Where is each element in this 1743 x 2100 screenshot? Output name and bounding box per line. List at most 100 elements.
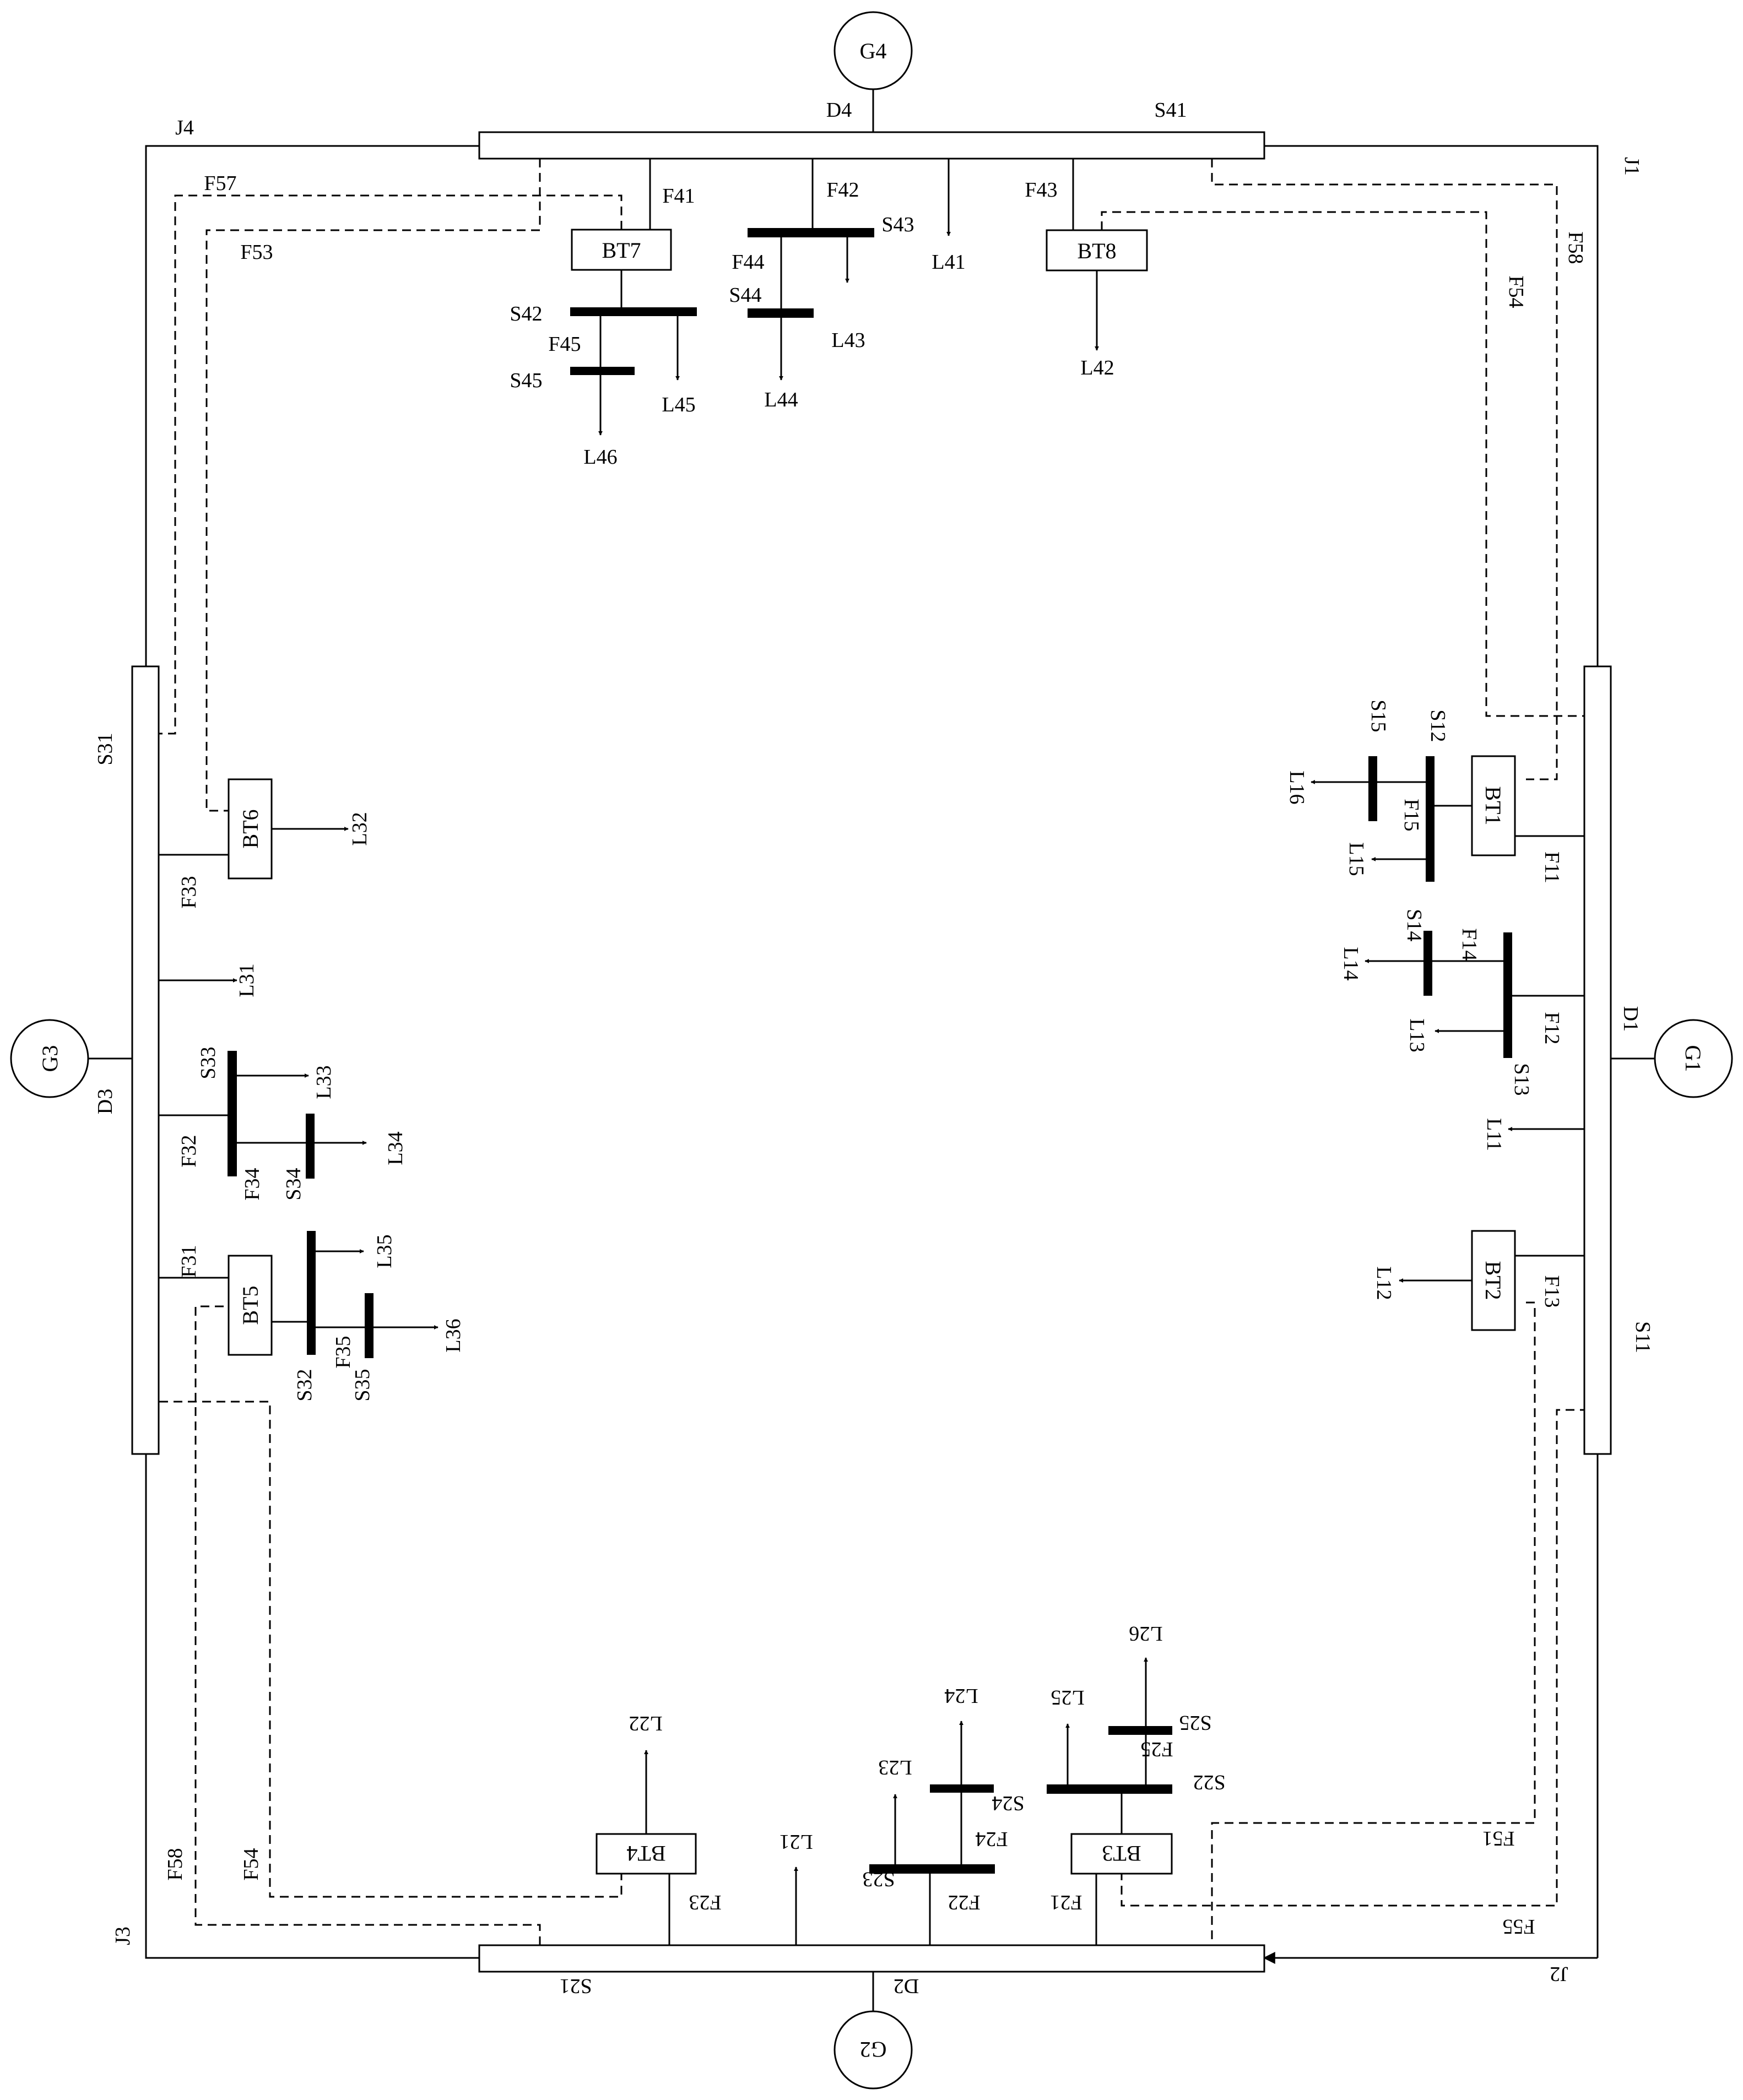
bus-s14-label: S14 xyxy=(1403,909,1426,941)
bus-d2-label: D2 xyxy=(894,1974,919,1998)
load-l16-label: L16 xyxy=(1285,770,1308,804)
bus-s35-label: S35 xyxy=(351,1369,374,1401)
load-l23-label: L23 xyxy=(878,1756,912,1779)
bus-s43-label: S43 xyxy=(881,213,914,236)
section-d4: BT7 BT8 D4 S41 J4 F57 F53 F41 F42 S43 L4… xyxy=(175,99,1643,469)
bus-s23-label: S23 xyxy=(862,1868,895,1891)
generator-g1-label: G1 xyxy=(1681,1045,1706,1072)
feeder-f21-label: F21 xyxy=(1049,1891,1082,1914)
load-l45-label: L45 xyxy=(662,393,695,416)
transformer-bt7-label: BT7 xyxy=(602,238,641,263)
bus-s23 xyxy=(869,1864,995,1874)
bus-s15 xyxy=(1368,756,1377,821)
bus-s42-label: S42 xyxy=(510,302,542,325)
feeder-f33-label: F33 xyxy=(177,876,201,908)
bus-s44-label: S44 xyxy=(729,284,761,307)
bus-s24 xyxy=(930,1784,994,1793)
generator-g1 xyxy=(1654,1019,1733,1098)
bus-s33 xyxy=(228,1051,237,1176)
transformer-bt8 xyxy=(1046,229,1148,272)
bus-s21-label: S21 xyxy=(559,1974,592,1998)
feeder-f23-label: F23 xyxy=(689,1891,721,1914)
feeder-f32-label: F32 xyxy=(177,1135,201,1167)
bus-s31-label: S31 xyxy=(94,732,117,765)
feeder-f44-label: F44 xyxy=(732,251,764,274)
generator-g3-label: G3 xyxy=(37,1045,62,1072)
load-l25-label: L25 xyxy=(1051,1686,1084,1709)
feeder-f55-label: F55 xyxy=(1502,1915,1535,1938)
feeder-f58-top-label: F58 xyxy=(1564,231,1587,264)
feeder-f11-label: F11 xyxy=(1540,851,1563,883)
feeder-f25-label: F25 xyxy=(1140,1738,1173,1761)
bus-s32 xyxy=(307,1231,316,1355)
transformer-bt2 xyxy=(1471,1230,1516,1331)
generator-g4 xyxy=(833,11,913,90)
bus-d3-label: D3 xyxy=(94,1089,117,1114)
load-l12-label: L12 xyxy=(1372,1266,1395,1300)
bus-s35 xyxy=(365,1293,374,1358)
feeder-f43-label: F43 xyxy=(1025,178,1057,202)
generator-g3 xyxy=(10,1019,89,1098)
load-l15-label: L15 xyxy=(1345,842,1368,876)
transformer-bt5 xyxy=(228,1255,273,1356)
bus-s42 xyxy=(570,307,697,316)
load-l34-label: L34 xyxy=(384,1131,407,1165)
load-l22-label: L22 xyxy=(629,1712,662,1735)
load-l26-label: L26 xyxy=(1129,1622,1162,1645)
feeder-f58-bottom-label: F58 xyxy=(164,1848,187,1880)
section-d2: BT4 BT3 S21 D2 J2 F55 F51 F23 L22 L21 F2… xyxy=(559,1622,1568,1998)
feeder-f22-label: F22 xyxy=(948,1891,980,1914)
transformer-bt6-label: BT6 xyxy=(238,809,263,848)
load-l33-label: L33 xyxy=(312,1065,335,1099)
bus-d1-label: D1 xyxy=(1619,1006,1642,1032)
transformer-bt4 xyxy=(596,1833,697,1875)
feeder-f54-bottom-label: F54 xyxy=(240,1848,263,1880)
junction-j3-label: J3 xyxy=(111,1927,134,1945)
transformer-bt5-label: BT5 xyxy=(238,1285,263,1325)
bus-s12-label: S12 xyxy=(1426,709,1449,742)
bus-d2 xyxy=(478,1944,1265,1973)
bus-s34 xyxy=(306,1114,315,1179)
bus-s13 xyxy=(1503,932,1512,1058)
bus-s15-label: S15 xyxy=(1367,699,1390,732)
transformer-bt1-label: BT1 xyxy=(1481,786,1506,825)
transformer-bt3-label: BT3 xyxy=(1102,1841,1141,1866)
bus-s12 xyxy=(1426,756,1435,882)
feeder-f31-label: F31 xyxy=(177,1245,201,1277)
section-d1: BT1 BT2 S15 S12 L16 F15 L15 F11 S14 F14 … xyxy=(1285,699,1654,1353)
junction-j1-label: J1 xyxy=(1620,157,1643,176)
bus-s22-label: S22 xyxy=(1193,1771,1225,1794)
bus-s22 xyxy=(1047,1784,1172,1794)
feeder-f53-label: F53 xyxy=(240,241,273,264)
feeder-f45-label: F45 xyxy=(548,333,581,356)
bus-s25 xyxy=(1108,1726,1172,1735)
feeder-f24-label: F24 xyxy=(975,1827,1008,1851)
bus-s43 xyxy=(748,228,874,237)
load-l41-label: L41 xyxy=(932,251,965,274)
bus-d1 xyxy=(1583,665,1612,1455)
feeder-f35-label: F35 xyxy=(332,1336,355,1368)
load-l32-label: L32 xyxy=(348,812,371,845)
bus-s32-label: S32 xyxy=(293,1369,316,1401)
load-l24-label: L24 xyxy=(944,1684,978,1707)
load-l42-label: L42 xyxy=(1080,356,1114,379)
feeder-f42-label: F42 xyxy=(826,178,859,202)
bus-d4-label: D4 xyxy=(826,99,852,122)
transformer-bt2-label: BT2 xyxy=(1481,1261,1506,1300)
load-l46-label: L46 xyxy=(583,446,617,469)
bus-s13-label: S13 xyxy=(1510,1063,1533,1095)
load-l11-label: L11 xyxy=(1482,1118,1506,1151)
bus-d3 xyxy=(131,665,160,1455)
transformer-bt3 xyxy=(1070,1833,1173,1875)
bus-s44 xyxy=(748,308,814,318)
load-l13-label: L13 xyxy=(1405,1018,1428,1052)
load-l44-label: L44 xyxy=(764,388,798,411)
generator-g4-label: G4 xyxy=(860,39,887,63)
bus-s24-label: S24 xyxy=(992,1792,1024,1815)
tie-lines xyxy=(159,159,1584,1945)
feeder-f51-label: F51 xyxy=(1482,1827,1514,1850)
bus-d4 xyxy=(478,131,1265,160)
feeder-f54-top-label: F54 xyxy=(1504,275,1528,308)
generator-g2 xyxy=(833,2010,913,2090)
